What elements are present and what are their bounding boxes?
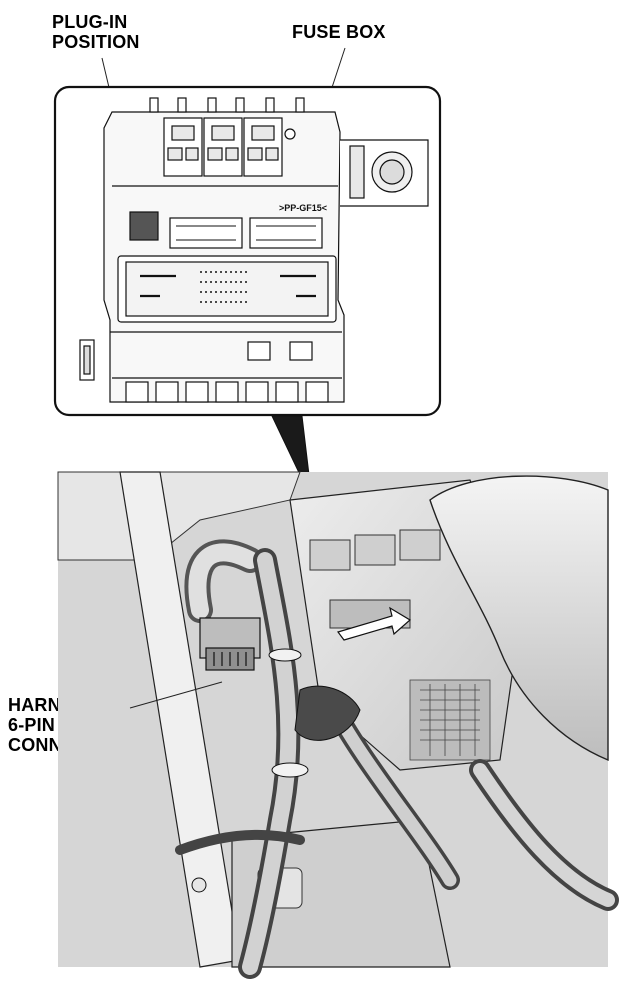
box-code-text: >PP-GF15< [279,203,327,213]
plug-in-square-icon [129,211,159,241]
plug-in-position-label: PLUG-IN POSITION [52,12,140,52]
vehicle-area-illustration [57,471,619,979]
harness-leader-line [129,681,223,709]
fuse-box-drawing [79,97,429,403]
fuse-box-label: FUSE BOX [292,22,386,42]
insert-arrow-icon [337,606,412,641]
harness-6-pin-connector [199,617,261,671]
